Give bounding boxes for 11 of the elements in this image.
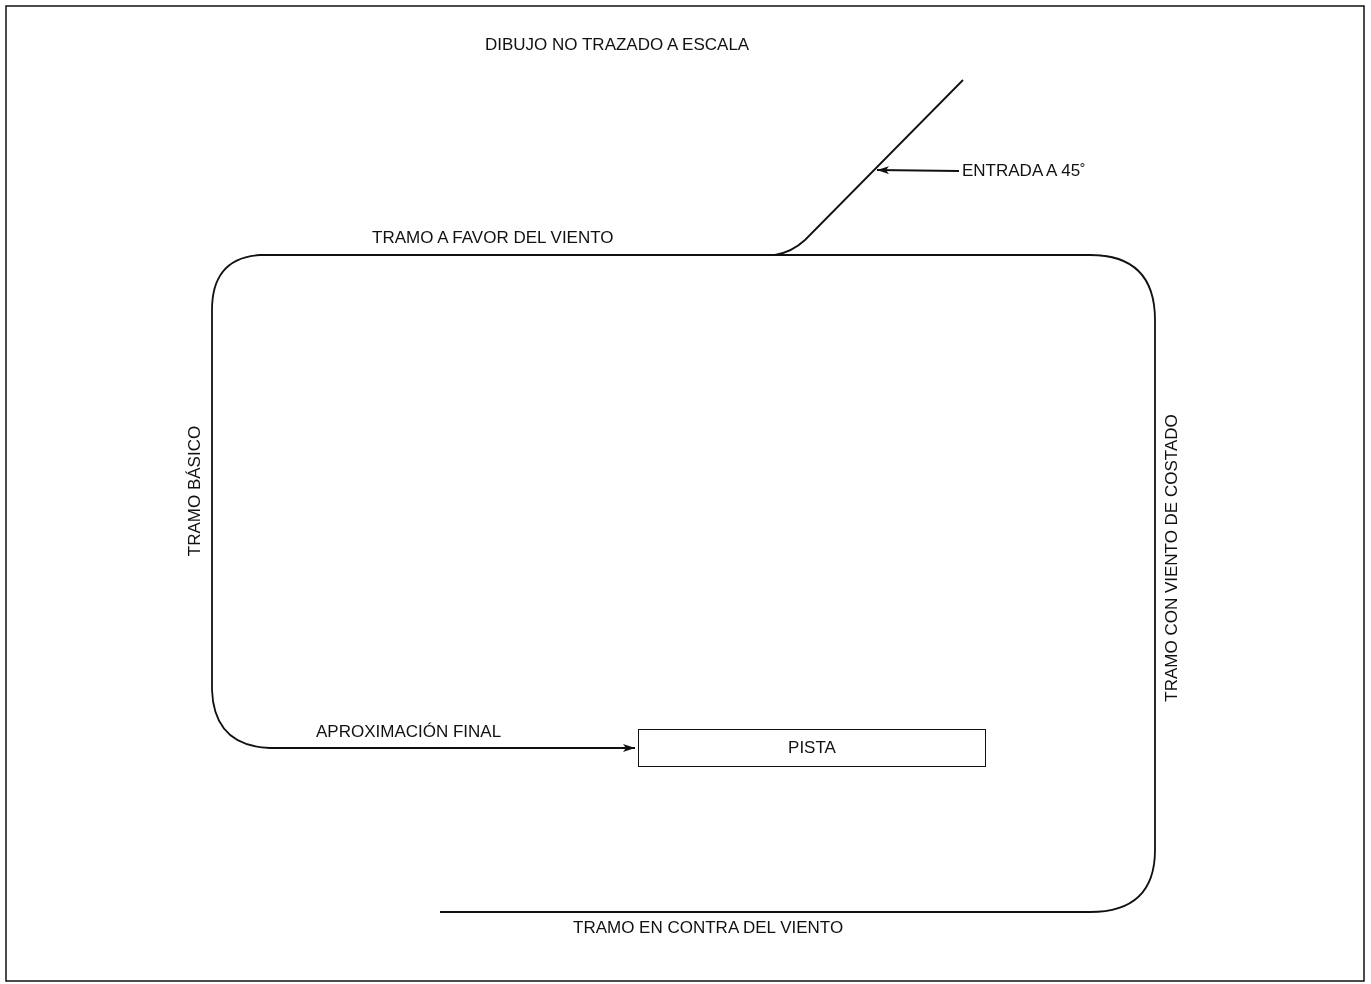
leg-label: TRAMO EN CONTRA DEL VIENTO xyxy=(573,919,844,938)
scale-note: DIBUJO NO TRAZADO A ESCALA xyxy=(485,36,750,55)
callout-text: ENTRADA A 45˚ xyxy=(962,161,1086,181)
leg-label: TRAMO CON VIENTO DE COSTADO xyxy=(1162,414,1182,702)
leg-label: TRAMO A FAVOR DEL VIENTO xyxy=(372,229,614,248)
leg-label: TRAMO BÁSICO xyxy=(185,425,205,557)
leg-label: APROXIMACIÓN FINAL xyxy=(316,723,502,742)
runway-label: PISTA xyxy=(788,738,836,758)
leader-arrow xyxy=(876,166,960,175)
final-approach-arrow xyxy=(268,744,636,752)
runway-box xyxy=(638,729,986,767)
